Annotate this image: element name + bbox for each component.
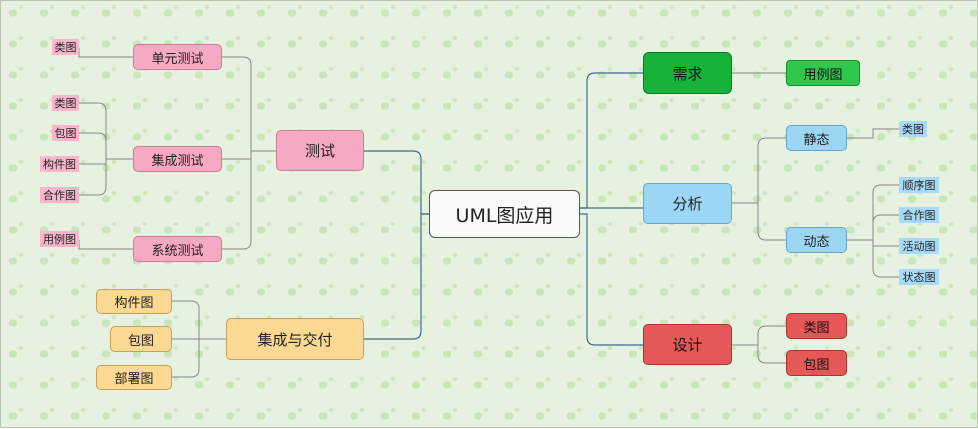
- leaf-use-case-diagram[interactable]: 用例图: [40, 231, 79, 247]
- leaf-activity-diagram[interactable]: 活动图: [899, 238, 939, 254]
- branch-design[interactable]: 设计: [643, 324, 732, 365]
- leaf-use-case-diagram[interactable]: 用例图: [786, 60, 860, 86]
- node-dynamic[interactable]: 动态: [786, 227, 847, 253]
- leaf-package-diagram[interactable]: 包图: [786, 350, 847, 376]
- leaf-class-diagram[interactable]: 类图: [52, 95, 79, 111]
- leaf-state-diagram[interactable]: 状态图: [899, 269, 939, 285]
- root-node[interactable]: UML图应用: [429, 190, 580, 238]
- node-static[interactable]: 静态: [786, 125, 847, 151]
- leaf-deployment-diagram[interactable]: 部署图: [96, 365, 172, 390]
- leaf-package-diagram[interactable]: 包图: [110, 326, 172, 352]
- leaf-component-diagram[interactable]: 构件图: [40, 156, 79, 172]
- leaf-package-diagram[interactable]: 包图: [52, 125, 79, 141]
- node-system-test[interactable]: 系统测试: [133, 236, 222, 262]
- leaf-collaboration-diagram[interactable]: 合作图: [40, 187, 79, 203]
- branch-testing[interactable]: 测试: [276, 130, 364, 171]
- leaf-class-diagram[interactable]: 类图: [899, 121, 927, 137]
- leaf-class-diagram[interactable]: 类图: [786, 313, 847, 339]
- branch-delivery[interactable]: 集成与交付: [226, 318, 364, 360]
- leaf-class-diagram[interactable]: 类图: [52, 39, 79, 55]
- branch-analysis[interactable]: 分析: [643, 183, 732, 224]
- leaf-collaboration-diagram[interactable]: 合作图: [899, 207, 939, 223]
- node-unit-test[interactable]: 单元测试: [133, 44, 222, 70]
- node-integration-test[interactable]: 集成测试: [133, 146, 222, 172]
- leaf-component-diagram[interactable]: 构件图: [96, 289, 172, 314]
- leaf-sequence-diagram[interactable]: 顺序图: [899, 177, 939, 193]
- branch-requirements[interactable]: 需求: [643, 52, 732, 94]
